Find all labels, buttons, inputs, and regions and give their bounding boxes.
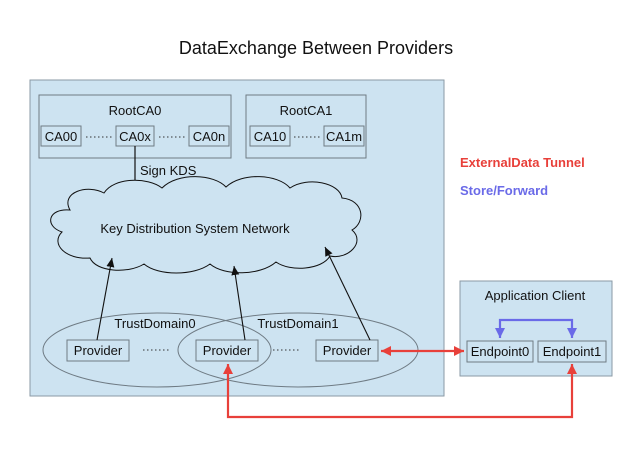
ca1m-label: CA1m [326, 129, 362, 144]
trust-domain0-ellipse [42, 312, 272, 388]
provider-1-label: Provider [203, 343, 252, 358]
ca00-box [40, 125, 82, 147]
endpoint0-box [466, 340, 534, 363]
diagram-title: DataExchange Between Providers [179, 38, 453, 58]
ca0x-label: CA0x [119, 129, 151, 144]
ca0n-label: CA0n [193, 129, 226, 144]
legend-store-forward: Store/Forward [460, 183, 548, 198]
kds-network-cloud [50, 176, 362, 274]
provider-2-label: Provider [323, 343, 372, 358]
endpoint0-label: Endpoint0 [471, 344, 530, 359]
provider-2-box [315, 339, 379, 362]
provider-0-label: Provider [74, 343, 123, 358]
endpoint1-label: Endpoint1 [543, 344, 602, 359]
provider0-kds-arrow [96, 257, 115, 341]
store-forward-connector [495, 318, 577, 338]
app-client-label: Application Client [485, 288, 586, 303]
external-tunnel-provider1-endpoint1 [223, 364, 577, 419]
trust-domain1-label: TrustDomain1 [257, 316, 338, 331]
rootca1-label: RootCA1 [280, 103, 333, 118]
provider2-kds-arrow [324, 246, 371, 341]
provider-1-box [195, 339, 259, 362]
sign-kds-label: Sign KDS [140, 163, 197, 178]
provider-0-box [66, 339, 130, 362]
trust-domain0-label: TrustDomain0 [114, 316, 195, 331]
legend-external-tunnel: ExternalData Tunnel [460, 155, 585, 170]
kds-network-label: Key Distribution System Network [100, 221, 290, 236]
rootca0-label: RootCA0 [109, 103, 162, 118]
ca00-label: CA00 [45, 129, 78, 144]
provider1-kds-arrow [231, 265, 246, 341]
ca10-label: CA10 [254, 129, 287, 144]
ca10-box [249, 125, 291, 147]
ca0n-box [188, 125, 230, 147]
ca1m-box [323, 125, 365, 147]
endpoint1-box [537, 340, 607, 363]
